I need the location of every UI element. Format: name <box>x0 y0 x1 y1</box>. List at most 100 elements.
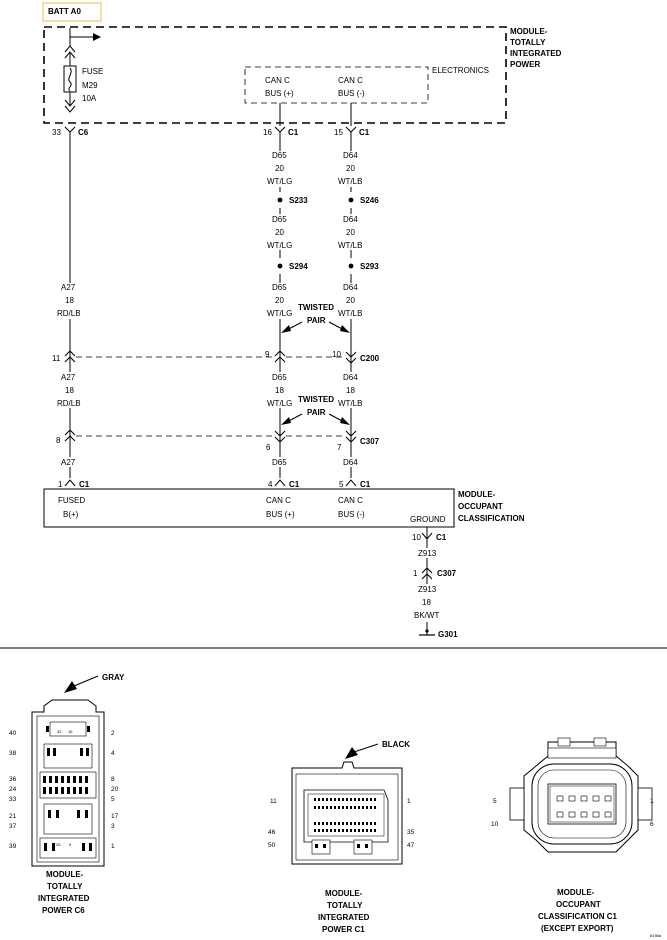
svg-text:18: 18 <box>275 386 284 395</box>
svg-text:WT/LB: WT/LB <box>338 177 362 186</box>
d64-label-5: D64 <box>343 458 358 467</box>
twisted-pair-label-1: TWISTED PAIR <box>298 303 334 325</box>
occ-pin-1: 1 <box>58 480 63 489</box>
twisted-pair-arrow-icon-3 <box>281 417 291 425</box>
svg-text:37: 37 <box>9 823 17 830</box>
d65-label-2: D65 20 WT/LG <box>262 214 298 250</box>
svg-text:TWISTED: TWISTED <box>298 395 334 404</box>
c307-connector-icon <box>64 429 357 443</box>
svg-text:18: 18 <box>65 386 74 395</box>
svg-text:A27: A27 <box>61 373 76 382</box>
svg-text:18: 18 <box>65 296 74 305</box>
ground-c307-label: C307 <box>437 569 457 578</box>
svg-text:BUS (+): BUS (+) <box>266 510 295 519</box>
svg-text:32: 32 <box>57 729 62 734</box>
svg-text:INTEGRATED: INTEGRATED <box>510 49 562 58</box>
svg-text:FUSED: FUSED <box>58 496 85 505</box>
svg-text:24: 24 <box>9 786 17 793</box>
c6-terminal-icon <box>64 126 76 133</box>
splice-s233-label: S233 <box>289 196 308 205</box>
svg-text:9: 9 <box>69 842 72 847</box>
occ-can-pos-label: CAN C BUS (+) <box>266 496 295 519</box>
svg-text:PAIR: PAIR <box>307 408 326 417</box>
c1-16-terminal-icon <box>274 126 286 133</box>
svg-text:36: 36 <box>9 776 17 783</box>
svg-text:BUS (-): BUS (-) <box>338 510 365 519</box>
svg-text:20: 20 <box>346 164 355 173</box>
d65-label-1: D65 20 WT/LG <box>262 151 298 187</box>
svg-text:1: 1 <box>111 843 115 850</box>
z913-label-1: Z913 <box>418 549 437 558</box>
splice-s233-icon <box>277 197 283 203</box>
svg-text:INTEGRATED: INTEGRATED <box>38 894 90 903</box>
c1-color-label: BLACK <box>382 740 410 749</box>
svg-text:4: 4 <box>111 750 115 757</box>
d64-label-2: D64 20 WT/LB <box>333 214 369 250</box>
c1-connector-label: C1 <box>288 128 299 137</box>
splice-s294-label: S294 <box>289 262 308 271</box>
occ-pin-4: 4 <box>268 480 273 489</box>
svg-text:(EXCEPT EXPORT): (EXCEPT EXPORT) <box>541 924 614 933</box>
svg-text:WT/LB: WT/LB <box>338 309 362 318</box>
svg-text:WT/LG: WT/LG <box>267 399 292 408</box>
svg-text:CAN C: CAN C <box>265 76 290 85</box>
svg-text:40: 40 <box>9 730 17 737</box>
twisted-pair-arrow-icon-2 <box>340 325 350 333</box>
svg-text:16: 16 <box>68 729 73 734</box>
ground-c307-pin-1: 1 <box>413 569 418 578</box>
svg-text:10: 10 <box>491 821 499 828</box>
svg-text:MODULE-: MODULE- <box>325 889 363 898</box>
svg-text:MODULE-: MODULE- <box>458 490 496 499</box>
connector-c1-view: BLACK 11 1 46 35 50 47 MODULE- TOTALLY I… <box>268 740 415 934</box>
svg-text:20: 20 <box>275 228 284 237</box>
svg-text:WT/LB: WT/LB <box>338 241 362 250</box>
svg-text:WT/LG: WT/LG <box>267 309 292 318</box>
tipm-module-outline <box>43 26 507 124</box>
tipm-can-pos-label: CAN C BUS (+) <box>265 76 294 98</box>
svg-text:10A: 10A <box>82 94 97 103</box>
svg-text:OCCUPANT: OCCUPANT <box>458 502 503 511</box>
occ-c1-caption: MODULE- OCCUPANT CLASSIFICATION C1 (EXCE… <box>538 888 618 933</box>
svg-text:POWER C1: POWER C1 <box>322 925 365 934</box>
batt-label-box <box>42 2 102 22</box>
svg-text:35: 35 <box>407 829 415 836</box>
svg-text:3: 3 <box>111 823 115 830</box>
occ-c1-label-3: C1 <box>360 480 371 489</box>
fuse-label: FUSE M29 10A <box>82 67 103 103</box>
svg-text:D65: D65 <box>272 373 287 382</box>
svg-text:20: 20 <box>346 228 355 237</box>
svg-text:FUSE: FUSE <box>82 67 103 76</box>
d65-label-3: D65 20 WT/LG <box>262 283 298 319</box>
svg-text:BK/WT: BK/WT <box>414 611 439 620</box>
ground-symbol-icon <box>419 629 435 636</box>
z913-label-2: Z913 18 BK/WT <box>411 584 445 622</box>
svg-text:18: 18 <box>422 598 431 607</box>
svg-text:TOTALLY: TOTALLY <box>327 901 363 910</box>
svg-text:5: 5 <box>111 796 115 803</box>
svg-text:POWER C6: POWER C6 <box>42 906 85 915</box>
svg-text:1: 1 <box>407 798 411 805</box>
occ-ground-label: GROUND <box>410 515 446 524</box>
svg-text:D65: D65 <box>272 283 287 292</box>
tipm-module-name: MODULE- TOTALLY INTEGRATED POWER <box>510 27 562 69</box>
svg-text:47: 47 <box>407 842 415 849</box>
svg-text:21: 21 <box>9 813 17 820</box>
svg-text:CLASSIFICATION C1: CLASSIFICATION C1 <box>538 912 618 921</box>
tipm-can-neg-label: CAN C BUS (-) <box>338 76 365 98</box>
splice-s293-icon <box>348 263 354 269</box>
svg-text:11: 11 <box>270 798 277 805</box>
c200-connector-icon <box>64 350 357 364</box>
c200-pin-11: 11 <box>52 354 61 363</box>
twisted-pair-arrow-icon-4 <box>340 417 350 425</box>
ground-g301-label: G301 <box>438 630 458 639</box>
electronics-label: ELECTRONICS <box>432 66 489 75</box>
svg-text:MODULE-: MODULE- <box>510 27 548 36</box>
svg-text:RD/LB: RD/LB <box>57 399 81 408</box>
c6-pin-number: 33 <box>52 128 61 137</box>
svg-text:PAIR: PAIR <box>307 316 326 325</box>
c6-connector-label: C6 <box>78 128 89 137</box>
svg-text:CLASSIFICATION: CLASSIFICATION <box>458 514 525 523</box>
occ-can-neg-label: CAN C BUS (-) <box>338 496 365 519</box>
c200-pin-10: 10 <box>332 350 341 359</box>
